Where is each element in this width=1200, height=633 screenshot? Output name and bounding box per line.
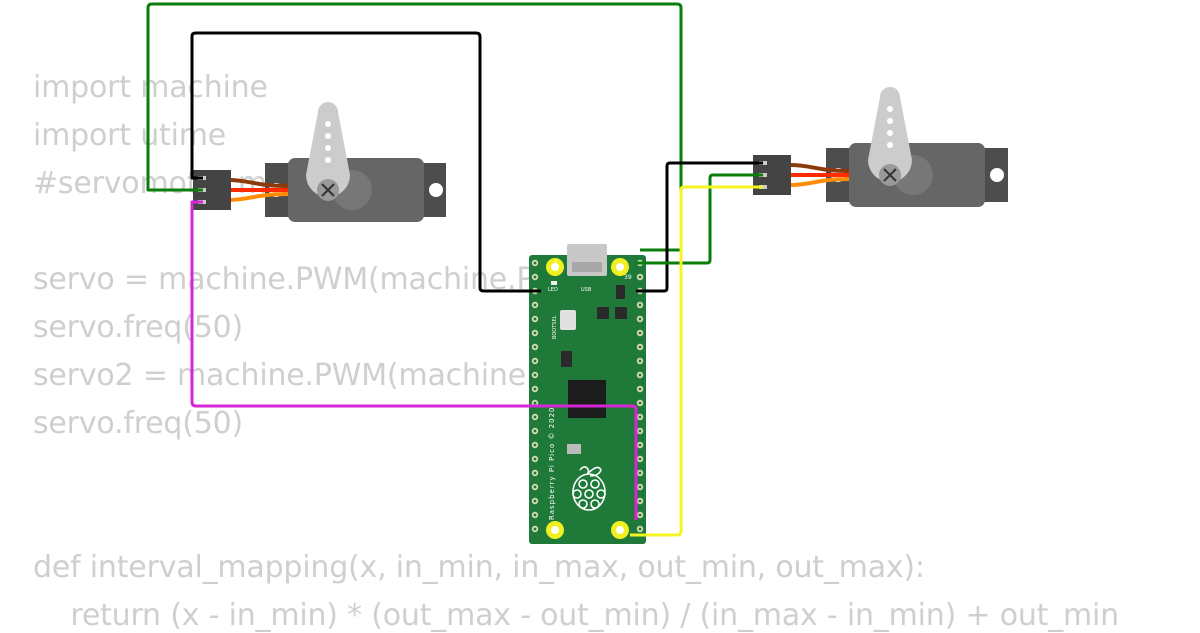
pico-silkscreen-label: Raspberry Pi Pico © 2020: [548, 407, 556, 521]
servo-right-screw-cross: [883, 168, 897, 182]
wire-green-right[interactable]: [636, 173, 763, 265]
pico-rp2040-chip: [568, 380, 606, 418]
raspberry-logo-icon: [572, 466, 606, 511]
pico-gpio-pin-hole: [638, 359, 642, 363]
pico-gpio-pin-hole: [533, 303, 537, 307]
pico-gpio-pin-hole: [638, 317, 642, 321]
pico-gpio-pin-hole: [638, 387, 642, 391]
wire-black-left[interactable]: [190, 31, 541, 293]
pico-gpio-pin-hole: [638, 401, 642, 405]
servo-right-horn-hole: [887, 106, 893, 112]
pico-gpio-pin-hole: [533, 261, 537, 265]
wire-green-left[interactable]: [146, 2, 683, 252]
servo-left-horn-hole: [325, 157, 331, 163]
wire-black-right[interactable]: [636, 161, 763, 293]
pico-led: [551, 281, 557, 285]
code-line: servo.freq(50): [33, 310, 244, 345]
pico-bootsel-button[interactable]: [560, 310, 576, 330]
pico-mount-hole-center: [616, 263, 624, 271]
pico-board[interactable]: 1 39 LED USB BOOTSEL Raspberry Pi Pico ©…: [529, 244, 646, 544]
pico-gpio-pin-hole: [638, 373, 642, 377]
wire-magenta-left[interactable]: [190, 200, 638, 520]
pico-usb-port: [572, 262, 602, 272]
code-line: servo.freq(50): [33, 406, 244, 441]
pico-gpio-pin-hole: [533, 443, 537, 447]
pico-gpio-pin-hole: [638, 331, 642, 335]
pico-gpio-pin-hole: [638, 513, 642, 517]
servo-right-horn-hole: [887, 142, 893, 148]
pico-regulator: [561, 351, 572, 367]
pico-pin1-label: 1: [554, 259, 558, 266]
pico-gpio-pin-hole: [638, 499, 642, 503]
pico-chip-small: [597, 307, 609, 319]
servo-right[interactable]: [753, 87, 1008, 207]
pico-gpio-pin-hole: [638, 457, 642, 461]
code-line: import machine: [33, 70, 268, 105]
pico-gpio-pin-hole: [533, 345, 537, 349]
pico-mount-hole-center: [551, 263, 559, 271]
pico-gpio-pin-hole: [533, 471, 537, 475]
servo-left-horn-hole: [325, 133, 331, 139]
pico-pin39-label: 39: [624, 274, 632, 281]
pico-gpio-pin-hole: [533, 415, 537, 419]
pico-pin-column-right: [636, 259, 644, 533]
servo-right-horn-hole: [887, 130, 893, 136]
servo-right-mount-hole: [990, 168, 1004, 182]
pico-gpio-pin-hole: [533, 429, 537, 433]
pico-gpio-pin-hole: [638, 429, 642, 433]
pico-mount-hole-center: [551, 526, 559, 534]
pico-gpio-pin-hole: [533, 513, 537, 517]
code-line: import utime: [33, 118, 226, 153]
servo-left-horn-hole: [325, 121, 331, 127]
pico-gpio-pin-hole: [533, 373, 537, 377]
code-line: return (x - in_min) * (out_max - out_min…: [33, 598, 1119, 633]
code-line: def interval_mapping(x, in_min, in_max, …: [33, 550, 925, 585]
servo-right-cable-brown: [789, 163, 850, 173]
servo-left-mount-hole: [429, 183, 443, 197]
pico-mount-hole-center: [616, 526, 624, 534]
pico-gpio-pin-hole: [638, 415, 642, 419]
pico-gpio-pin-hole: [533, 499, 537, 503]
pico-gpio-pin-hole: [533, 317, 537, 321]
servo-left-cable-orange: [227, 192, 289, 202]
pico-gpio-pin-hole: [533, 275, 537, 279]
pico-chip-small: [616, 285, 625, 299]
wire-yellow-right[interactable]: [630, 185, 763, 537]
servo-right-horn-hole: [887, 118, 893, 124]
pico-bootsel-label: BOOTSEL: [552, 315, 558, 339]
pico-gpio-pin-hole: [638, 527, 642, 531]
pico-gpio-pin-hole: [533, 485, 537, 489]
pico-gpio-pin-hole: [638, 443, 642, 447]
pico-gpio-pin-hole: [533, 359, 537, 363]
pico-pin-column-left: [531, 259, 539, 533]
code-line: servo2 = machine.PWM(machine.: [33, 358, 536, 393]
pico-test-pad: [567, 444, 581, 454]
pico-led-label: LED: [548, 287, 558, 293]
servo-right-cable-orange: [789, 177, 850, 187]
servo-left-cable-brown: [227, 178, 289, 188]
pico-gpio-pin-hole: [533, 401, 537, 405]
servo-left-horn-hole: [325, 145, 331, 151]
servo-left-screw-cross: [321, 183, 335, 197]
code-line: servo = machine.PWM(machine.P: [33, 262, 535, 297]
pico-gpio-pin-hole: [533, 457, 537, 461]
pico-gpio-pin-hole: [533, 331, 537, 335]
pico-chip-small: [615, 307, 627, 319]
pico-gpio-pin-hole: [638, 345, 642, 349]
pico-gpio-pin-hole: [638, 275, 642, 279]
pico-gpio-pin-hole: [533, 527, 537, 531]
pico-gpio-pin-hole: [638, 471, 642, 475]
pico-gpio-pin-hole: [638, 303, 642, 307]
pico-usb-label: USB: [581, 287, 592, 293]
servo-left[interactable]: [193, 102, 446, 222]
pico-gpio-pin-hole: [533, 387, 537, 391]
pico-gpio-pin-hole: [638, 485, 642, 489]
